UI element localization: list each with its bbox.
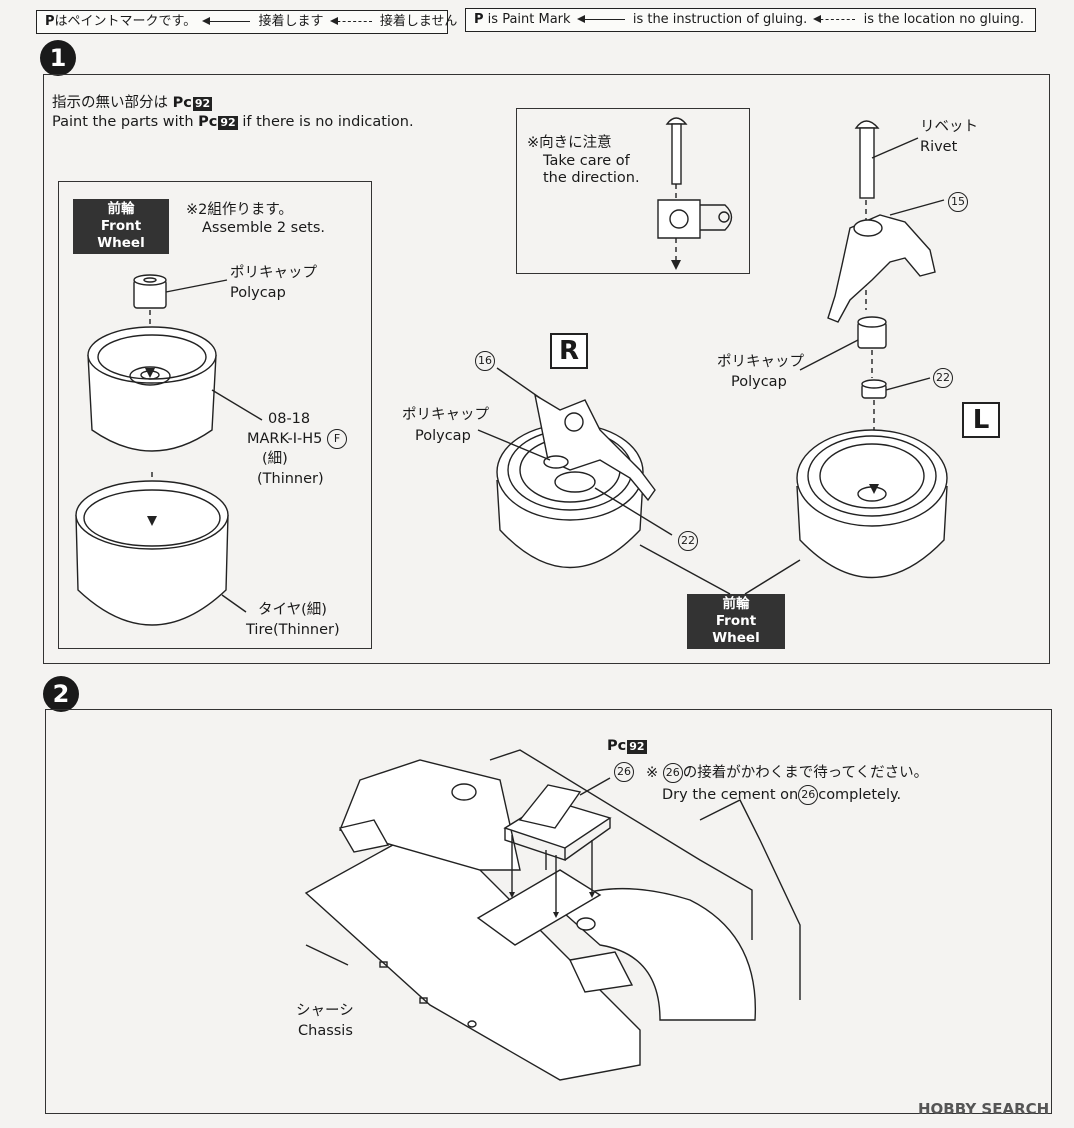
knuckle-r-icon xyxy=(534,393,656,502)
polycap-label-en: Polycap xyxy=(230,285,286,301)
noglue-arrow-icon xyxy=(813,15,856,23)
side-letter-r: R xyxy=(550,333,588,369)
rivet-label-en: Rivet xyxy=(920,139,958,155)
wheel-note-jp: (細) xyxy=(262,451,288,467)
knuckle-l-icon xyxy=(827,214,936,323)
step-number-1: 1 xyxy=(40,40,76,76)
polycap-icon xyxy=(133,274,167,309)
assemble-note-en: Assemble 2 sets. xyxy=(202,220,325,236)
wheel-name: MARK-I-H5 F xyxy=(247,429,347,449)
side-letter-l: L xyxy=(962,402,1000,438)
tree-letter-icon: F xyxy=(326,429,347,449)
chassis-label-en: Chassis xyxy=(298,1023,353,1039)
noglue-text: is the location no gluing. xyxy=(863,12,1024,27)
legend-japanese: Pはペイントマークです。 接着します 接着しません xyxy=(36,10,457,34)
assemble-note-jp: ※2組作ります。 xyxy=(186,202,293,218)
step1-panel xyxy=(43,74,1050,664)
wheel-l-icon xyxy=(796,429,948,579)
washer-22-icon xyxy=(861,379,887,399)
part-number-15: 15 xyxy=(948,192,968,212)
wheel-code: 08-18 xyxy=(268,411,311,427)
step-number-2: 2 xyxy=(43,676,79,712)
direction-note-box xyxy=(516,108,750,274)
chassis-icon xyxy=(304,749,801,1081)
part-number-26: 26 xyxy=(614,762,634,782)
direction-note-en-2: the direction. xyxy=(543,170,640,186)
wheel-note-en: (Thinner) xyxy=(257,471,324,487)
glue-text: is the instruction of gluing. xyxy=(632,12,808,27)
polycap-l-icon xyxy=(857,316,887,349)
noglue-arrow-icon xyxy=(329,17,372,25)
tire-label-en: Tire(Thinner) xyxy=(246,622,340,638)
paint-mark-text: is Paint Mark xyxy=(487,12,571,27)
polycap-label-jp-r: ポリキャップ xyxy=(402,407,489,423)
part-26-icon xyxy=(503,784,612,861)
glue-arrow-icon xyxy=(202,17,251,25)
glue-arrow-icon xyxy=(576,15,625,23)
tire-label-jp: タイヤ(細) xyxy=(258,602,327,618)
polycap-label-en-l: Polycap xyxy=(731,374,787,390)
paint-mark-symbol: P xyxy=(474,12,484,27)
paint-mark-symbol: P xyxy=(45,14,55,29)
part-number-16: 16 xyxy=(475,351,495,371)
polycap-label-en-r: Polycap xyxy=(415,428,471,444)
polycap-label-jp: ポリキャップ xyxy=(230,265,317,281)
tire-icon xyxy=(75,480,229,626)
legend-english: P is Paint Mark is the instruction of gl… xyxy=(465,8,1036,32)
chassis-label-jp: シャーシ xyxy=(296,1003,354,1019)
wheel-icon xyxy=(87,326,217,452)
rivet-label-jp: リベット xyxy=(920,119,978,135)
rivet-direction-icon xyxy=(657,117,733,265)
rivet-icon xyxy=(854,120,880,199)
part-number-22-l: 22 xyxy=(933,368,953,388)
paint-mark-text: はペイントマークです。 xyxy=(54,14,197,29)
step2-panel xyxy=(45,709,1052,1114)
front-wheel-subpanel xyxy=(58,181,372,649)
part-number-22-r: 22 xyxy=(678,531,698,551)
glue-text: 接着します xyxy=(258,14,324,29)
direction-note-en-1: Take care of xyxy=(543,153,630,169)
polycap-label-jp-l: ポリキャップ xyxy=(717,354,804,370)
direction-note-jp: ※向きに注意 xyxy=(527,135,612,151)
watermark: HOBBY SEARCH xyxy=(918,1100,1050,1118)
noglue-text: 接着しません xyxy=(379,14,458,29)
